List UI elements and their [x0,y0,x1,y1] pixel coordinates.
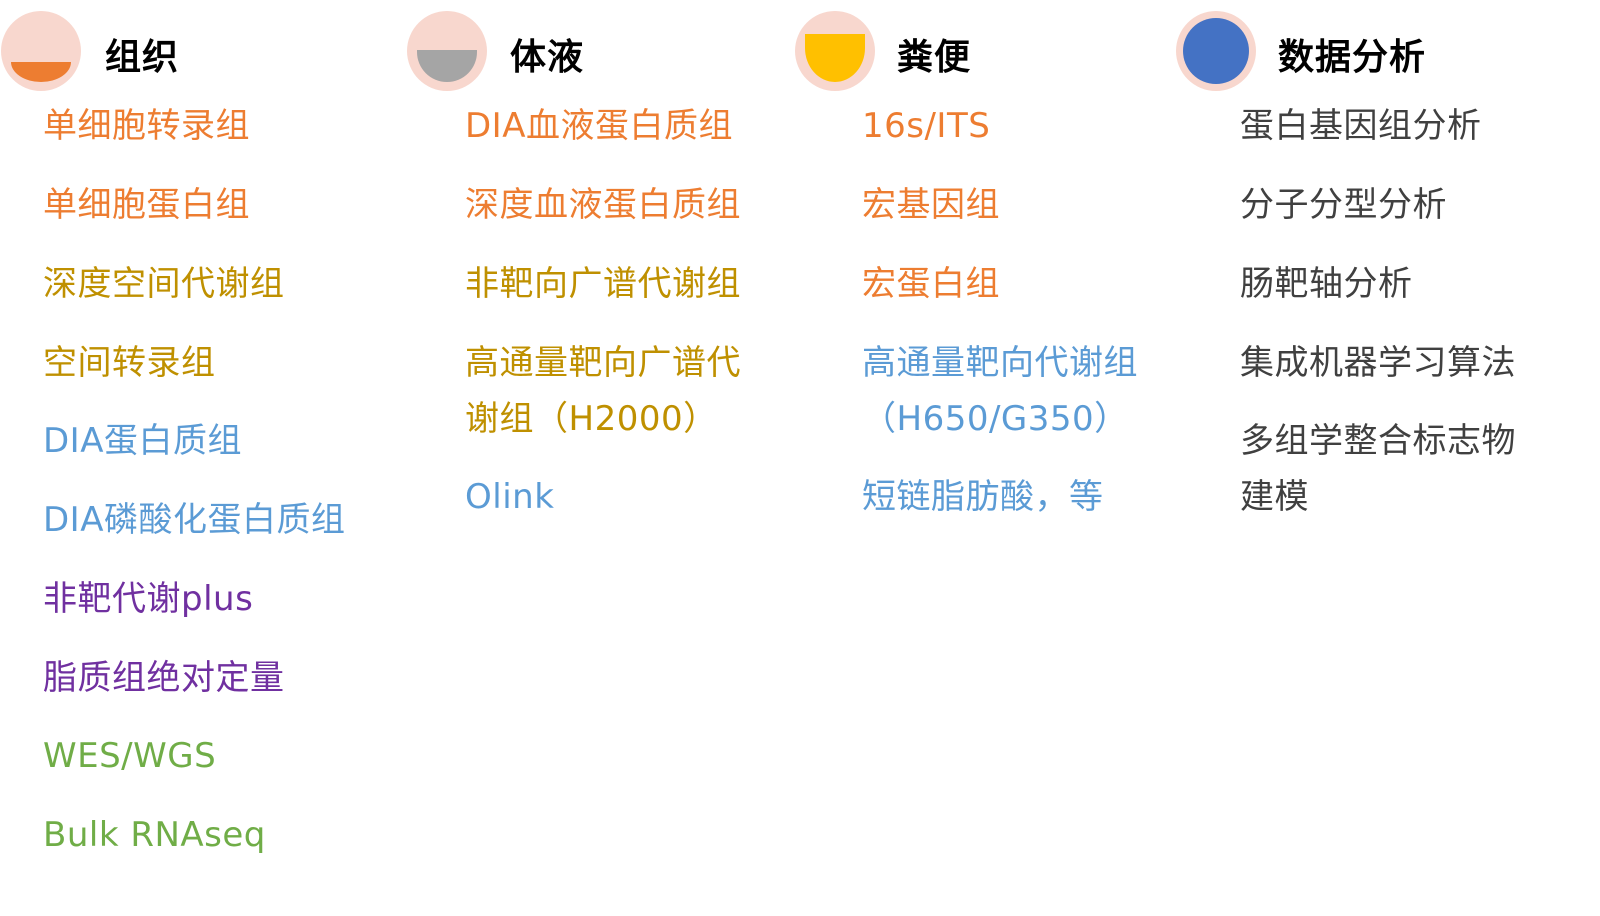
list-item: 多组学整合标志物建模 [1240,421,1516,517]
list-item: 深度空间代谢组 [43,264,285,304]
body-fluid-icon-fill [417,50,477,82]
feces-icon-fill [805,34,865,82]
column-title: 体液 [510,37,585,78]
list-item: 单细胞蛋白组 [43,185,250,225]
column-title: 粪便 [897,37,972,78]
list-item: Olink [465,477,555,517]
list-item: DIA蛋白质组 [43,421,242,461]
list-item: 单细胞转录组 [43,106,250,146]
list-item: DIA磷酸化蛋白质组 [43,500,346,540]
list-item: 蛋白基因组分析 [1240,106,1482,146]
list-item: 高通量靶向代谢组（H650/G350） [862,343,1138,439]
tissue-icon-fill [11,62,71,82]
list-item: 肠靶轴分析 [1240,264,1413,304]
column-title: 组织 [105,37,180,78]
column-data-analysis: 数据分析 蛋白基因组分析 分子分型分析 肠靶轴分析 集成机器学习算法 多组学整合… [1170,0,1600,916]
data-analysis-icon-fill [1183,18,1249,84]
list-item: 集成机器学习算法 [1240,343,1516,383]
data-analysis-filled-circle-icon [1176,11,1256,91]
list-item: 脂质组绝对定量 [43,658,285,698]
list-item: 深度血液蛋白质组 [465,185,741,225]
list-item: WES/WGS [43,736,217,776]
list-item: Bulk RNAseq [43,815,266,855]
column-feces: 粪便 16s/ITS 宏基因组 宏蛋白组 高通量靶向代谢组（H650/G350）… [790,0,1170,916]
feces-filled-circle-icon [795,11,875,91]
list-item: 16s/ITS [862,106,991,146]
list-item: 宏基因组 [862,185,1000,225]
list-item: 宏蛋白组 [862,264,1000,304]
list-item: 高通量靶向广谱代谢组（H2000） [465,343,741,439]
body-fluid-half-circle-icon [407,11,487,91]
list-item: 非靶代谢plus [43,579,254,619]
column-body-fluid: 体液 DIA血液蛋白质组 深度血液蛋白质组 非靶向广谱代谢组 高通量靶向广谱代谢… [400,0,790,916]
list-item: DIA血液蛋白质组 [465,106,733,146]
column-tissue: 组织 单细胞转录组 单细胞蛋白组 深度空间代谢组 空间转录组 DIA蛋白质组 D… [0,0,400,916]
list-item: 短链脂肪酸，等 [862,477,1104,517]
tissue-half-circle-icon [1,11,81,91]
list-item: 分子分型分析 [1240,185,1447,225]
list-item: 空间转录组 [43,343,216,383]
column-title: 数据分析 [1278,37,1427,78]
list-item: 非靶向广谱代谢组 [465,264,741,304]
